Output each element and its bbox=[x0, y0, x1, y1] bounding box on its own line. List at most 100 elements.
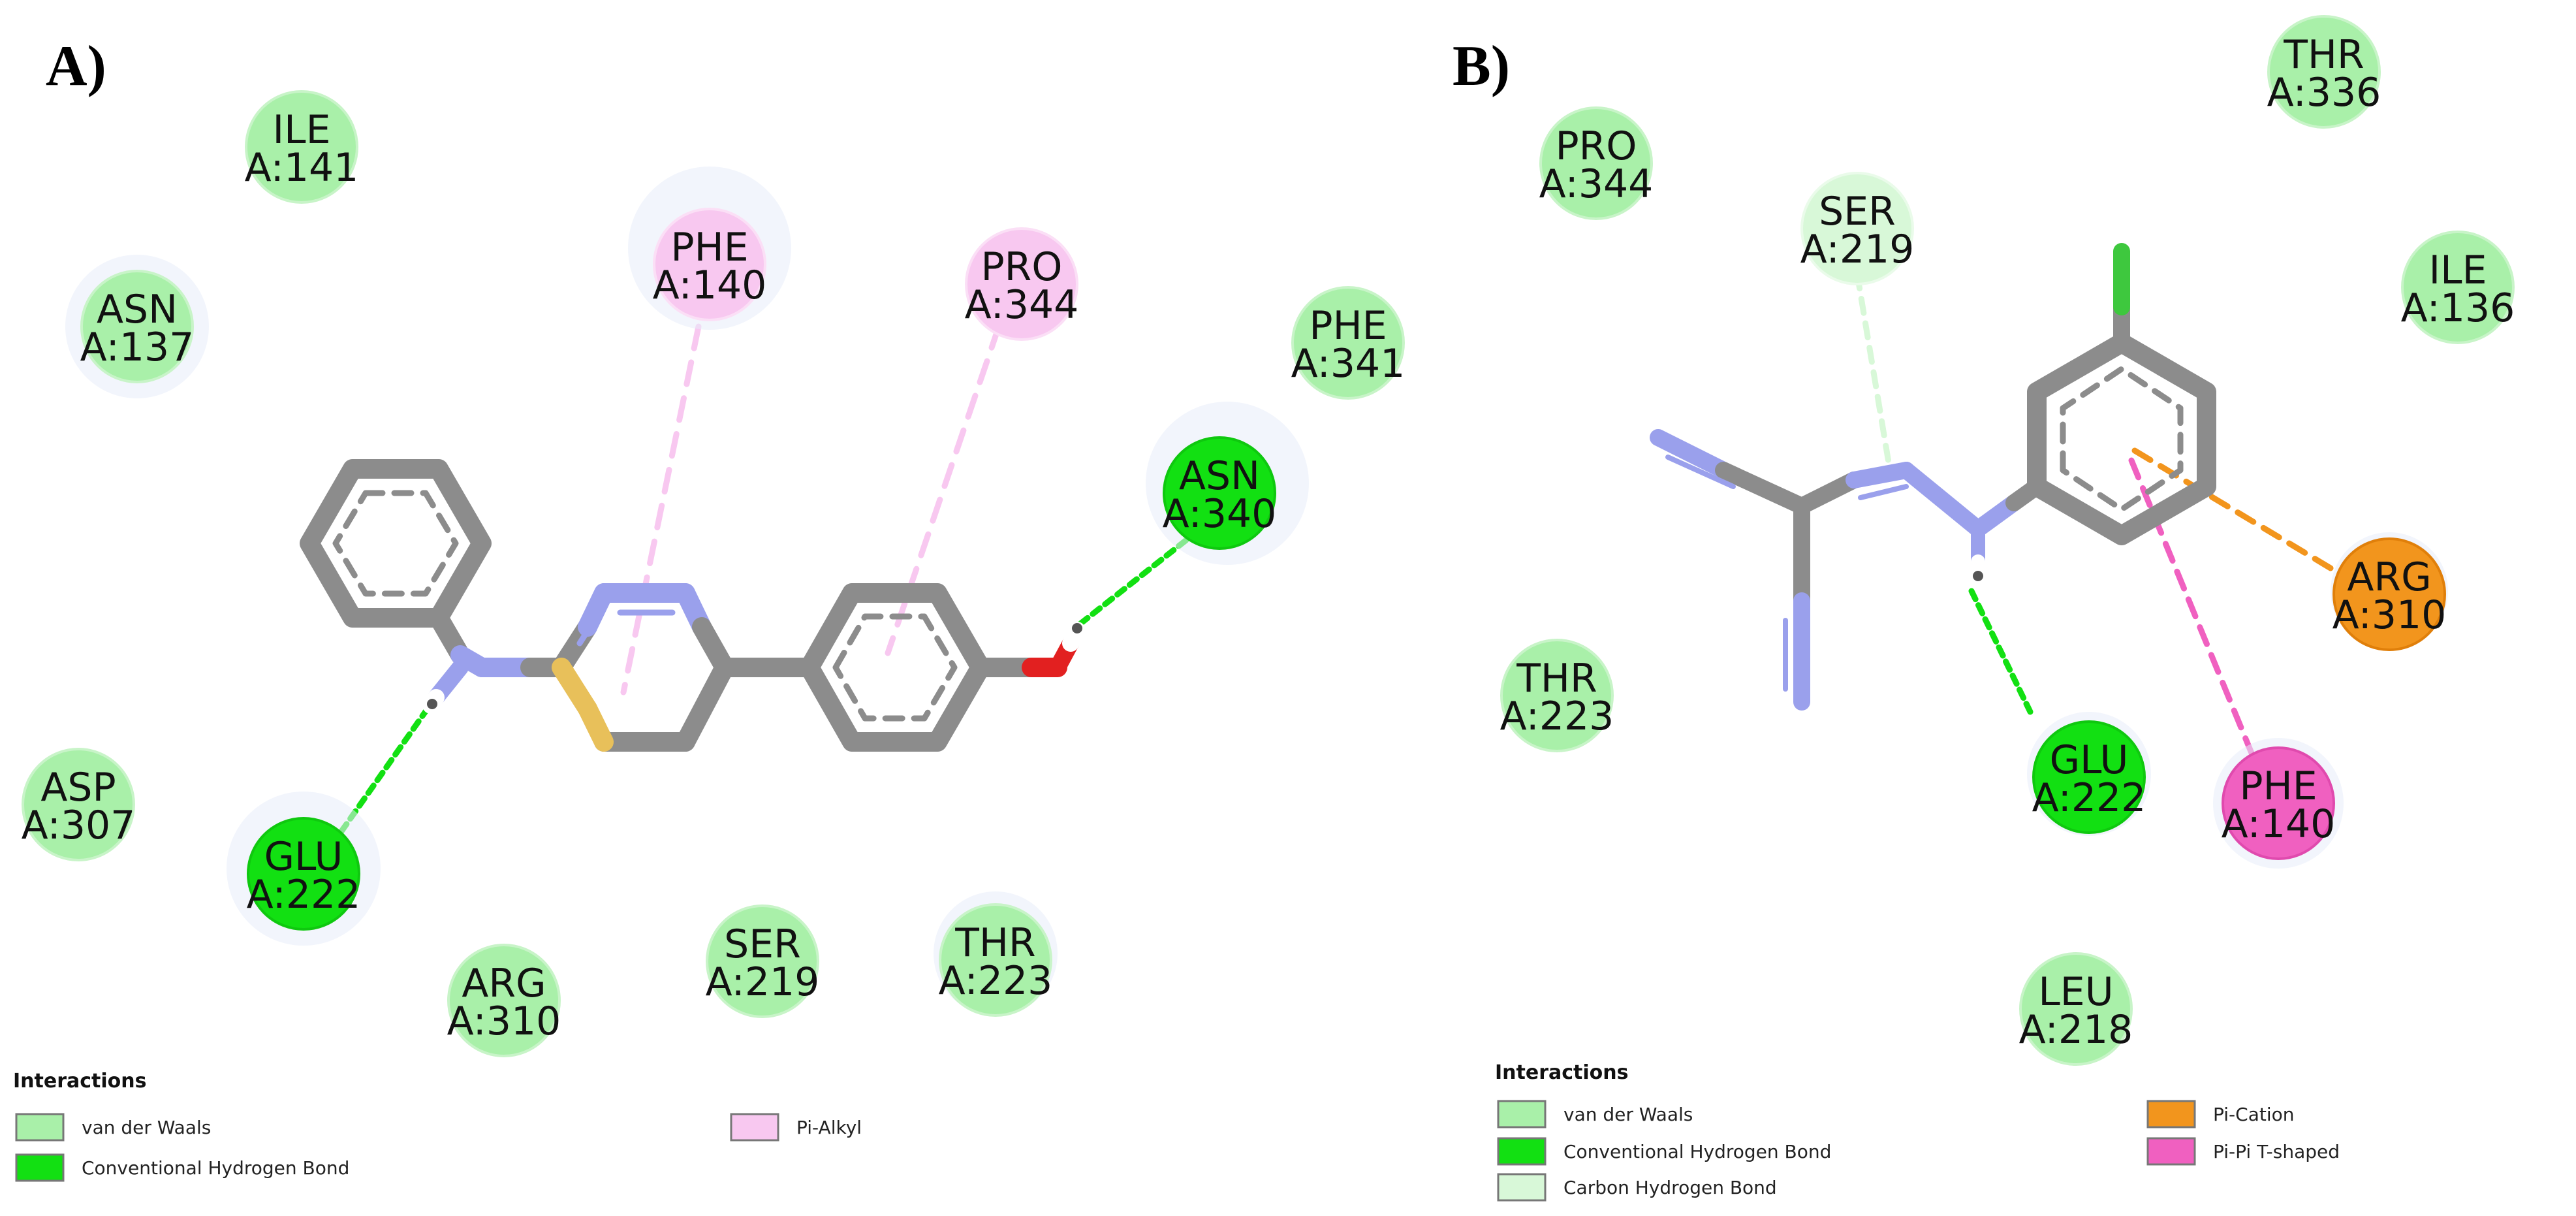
residue-name: ILE bbox=[272, 107, 330, 153]
residue-name: GLU bbox=[264, 834, 343, 880]
legend-item-carbon-hbond: Carbon Hydrogen Bond bbox=[1497, 1173, 1777, 1202]
legend-label: Carbon Hydrogen Bond bbox=[1563, 1177, 1777, 1198]
pi-alkyl-line-pro344 bbox=[885, 323, 1002, 656]
legend-swatch bbox=[1497, 1100, 1547, 1128]
residue-name: THR bbox=[1516, 656, 1597, 701]
residue-id: A:307 bbox=[22, 803, 136, 848]
residue-disc bbox=[2267, 15, 2381, 129]
residue-id: A:344 bbox=[1539, 161, 1654, 207]
panel-b-interaction-lines bbox=[1854, 271, 2334, 774]
residue-id: A:219 bbox=[706, 959, 820, 1005]
residue-id: A:336 bbox=[2267, 70, 2381, 116]
legend-item-pi-pi-tshaped: Pi-Pi T-shaped bbox=[2146, 1137, 2340, 1166]
residue-disc bbox=[245, 90, 358, 204]
phenol-ring-a-aromatic bbox=[832, 613, 958, 722]
residue-name: ASN bbox=[1179, 453, 1260, 499]
residue-name: ARG bbox=[2347, 554, 2431, 600]
residue-id: A:141 bbox=[245, 145, 359, 191]
legend-item-pi-cation: Pi-Cation bbox=[2146, 1100, 2295, 1128]
residue-id: A:223 bbox=[1500, 694, 1614, 739]
residue-disc bbox=[2333, 537, 2446, 651]
legend-item-conventional-hbond: Conventional Hydrogen Bond bbox=[1497, 1137, 1831, 1166]
residue-disc bbox=[2019, 952, 2133, 1066]
residue-name: THR bbox=[2283, 32, 2364, 78]
hbond-line-glu222-b bbox=[1968, 588, 2034, 715]
legend-swatch bbox=[2146, 1100, 2196, 1128]
residue-name: SER bbox=[724, 921, 801, 967]
residue-disc bbox=[22, 748, 135, 861]
residue-name: SER bbox=[1819, 189, 1896, 234]
legend-label: van der Waals bbox=[82, 1117, 211, 1138]
residue-name: PRO bbox=[981, 244, 1062, 290]
legend-item-vdw: van der Waals bbox=[1497, 1100, 1693, 1128]
residue-name: THR bbox=[954, 920, 1035, 966]
residue-name: ILE bbox=[2428, 248, 2487, 293]
residue-disc bbox=[2032, 720, 2146, 834]
legend-label: Pi-Pi T-shaped bbox=[2213, 1141, 2340, 1162]
residue-id: A:344 bbox=[965, 282, 1079, 328]
residue-disc bbox=[1539, 106, 1653, 220]
pi-cation-line-arg310 bbox=[2131, 447, 2334, 571]
panel-a-label: A) bbox=[46, 35, 106, 98]
panel-a-molecule bbox=[300, 459, 1086, 752]
residue-disc bbox=[965, 227, 1078, 341]
residue-id: A:222 bbox=[247, 872, 361, 918]
phenyl-ring-a-aromatic bbox=[332, 490, 459, 597]
panel-b-legend-title: Interactions bbox=[1495, 1061, 1628, 1084]
residue-disc bbox=[447, 944, 561, 1057]
residue-disc bbox=[1163, 436, 1276, 550]
residue-name: ASP bbox=[40, 765, 116, 810]
residue-id: A:137 bbox=[80, 325, 195, 370]
residue-id: A:218 bbox=[2019, 1007, 2133, 1053]
legend-item-vdw: van der Waals bbox=[15, 1113, 211, 1142]
residue-id: A:223 bbox=[939, 958, 1053, 1004]
residue-id: A:219 bbox=[1800, 227, 1915, 272]
legend-label: Pi-Alkyl bbox=[796, 1117, 862, 1138]
legend-swatch bbox=[730, 1113, 779, 1142]
legend-swatch bbox=[1497, 1137, 1547, 1166]
pi-alkyl-line-phe140 bbox=[620, 323, 702, 696]
chlorophenyl-ring bbox=[2027, 333, 2216, 545]
residue-disc bbox=[247, 817, 360, 931]
residue-disc bbox=[2222, 746, 2335, 860]
residue-disc bbox=[706, 904, 819, 1018]
residue-id: A:140 bbox=[653, 263, 767, 308]
residue-id: A:136 bbox=[2401, 285, 2515, 331]
residue-id: A:222 bbox=[2032, 775, 2146, 821]
residue-disc bbox=[653, 208, 766, 321]
residue-id: A:341 bbox=[1291, 341, 1406, 387]
legend-item-conventional-hbond: Conventional Hydrogen Bond bbox=[15, 1153, 349, 1182]
legend-item-pi-alkyl: Pi-Alkyl bbox=[730, 1113, 862, 1142]
legend-swatch bbox=[15, 1153, 65, 1182]
chlorophenyl-ring-aromatic bbox=[2060, 366, 2184, 513]
legend-label: van der Waals bbox=[1563, 1104, 1693, 1125]
residue-id: A:140 bbox=[2222, 801, 2336, 847]
residue-name: PHE bbox=[1309, 303, 1387, 349]
residue-disc bbox=[1800, 172, 1914, 285]
panel-a-legend-title: Interactions bbox=[13, 1070, 146, 1093]
legend-swatch bbox=[1497, 1173, 1547, 1202]
